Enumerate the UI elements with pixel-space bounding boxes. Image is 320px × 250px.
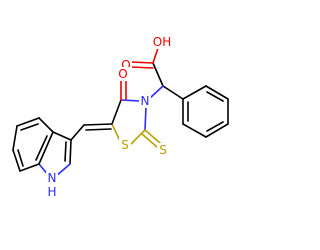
- bond-ch-indole: [70, 124, 85, 141]
- bond-n-c4: [120, 99, 141, 102]
- bond-c4-c5: [111, 99, 122, 125]
- bond-benz-inner-2: [17, 149, 24, 167]
- bond-c-oh: [152, 47, 159, 64]
- ring-carbonyl-o-group: O: [117, 67, 129, 81]
- ring-carbonyl-o-label: O: [118, 67, 127, 81]
- bond-indole-c3-c2-b: [64, 141, 67, 162]
- thione-s-label: S: [159, 143, 167, 157]
- ring-s-label: S: [121, 138, 129, 152]
- bond-c5-ch-a: [83, 123, 113, 126]
- bond-c5-s1: [111, 123, 121, 142]
- bond-benz-3: [12, 125, 18, 151]
- bond-c2-s-a: [144, 129, 161, 144]
- bond-c-o-double-b: [130, 66, 154, 69]
- carboxyl-oh-group: OH: [151, 35, 173, 49]
- indole-h-label: H: [47, 185, 56, 199]
- ring-s-group: S: [119, 138, 131, 152]
- ring-n-label: N: [141, 94, 150, 108]
- bond-ch-n: [149, 85, 164, 99]
- bond-benz-5: [19, 163, 40, 172]
- bond-indole-c3-c2-a: [69, 139, 72, 165]
- atom-labels: OH O O N S S N H: [46, 35, 173, 200]
- bond-c2-n: [144, 106, 147, 131]
- bond-benz-inner-1: [20, 123, 39, 131]
- bond-benz-2: [16, 117, 40, 127]
- bond-phenyl-2: [205, 85, 229, 100]
- indole-n-label: N: [48, 171, 57, 185]
- structural-formula: OH O O N S S N H: [12, 35, 229, 200]
- ring-n-group: N: [139, 94, 151, 108]
- bond-benz-1: [38, 117, 54, 133]
- bond-c5-ch-b: [85, 128, 112, 131]
- bond-s1-c2: [130, 129, 146, 145]
- indole-nh-group: N H: [46, 171, 58, 200]
- bond-c-o-double-a: [130, 61, 154, 64]
- bond-phenyl-1: [182, 85, 207, 100]
- bond-phenyl-5: [182, 123, 207, 138]
- bond-indole-c7a-c3a: [38, 131, 54, 165]
- bond-phenyl-4: [205, 123, 229, 138]
- carboxyl-oh-label: OH: [153, 35, 171, 49]
- bond-indole-c3-c3a: [52, 131, 72, 141]
- bond-ch-cooh: [152, 62, 164, 87]
- bond-phenyl-inner-2: [206, 121, 224, 132]
- bond-benz-4: [12, 149, 21, 172]
- thione-s-group: S: [157, 143, 169, 157]
- bond-ch-phenyl: [162, 85, 184, 100]
- bonds: [12, 47, 229, 178]
- bond-c2-s-b: [141, 133, 158, 148]
- bond-benz-inner-3: [35, 135, 48, 161]
- bond-phenyl-inner-1: [206, 91, 224, 102]
- carboxyl-o-label: O: [121, 58, 130, 72]
